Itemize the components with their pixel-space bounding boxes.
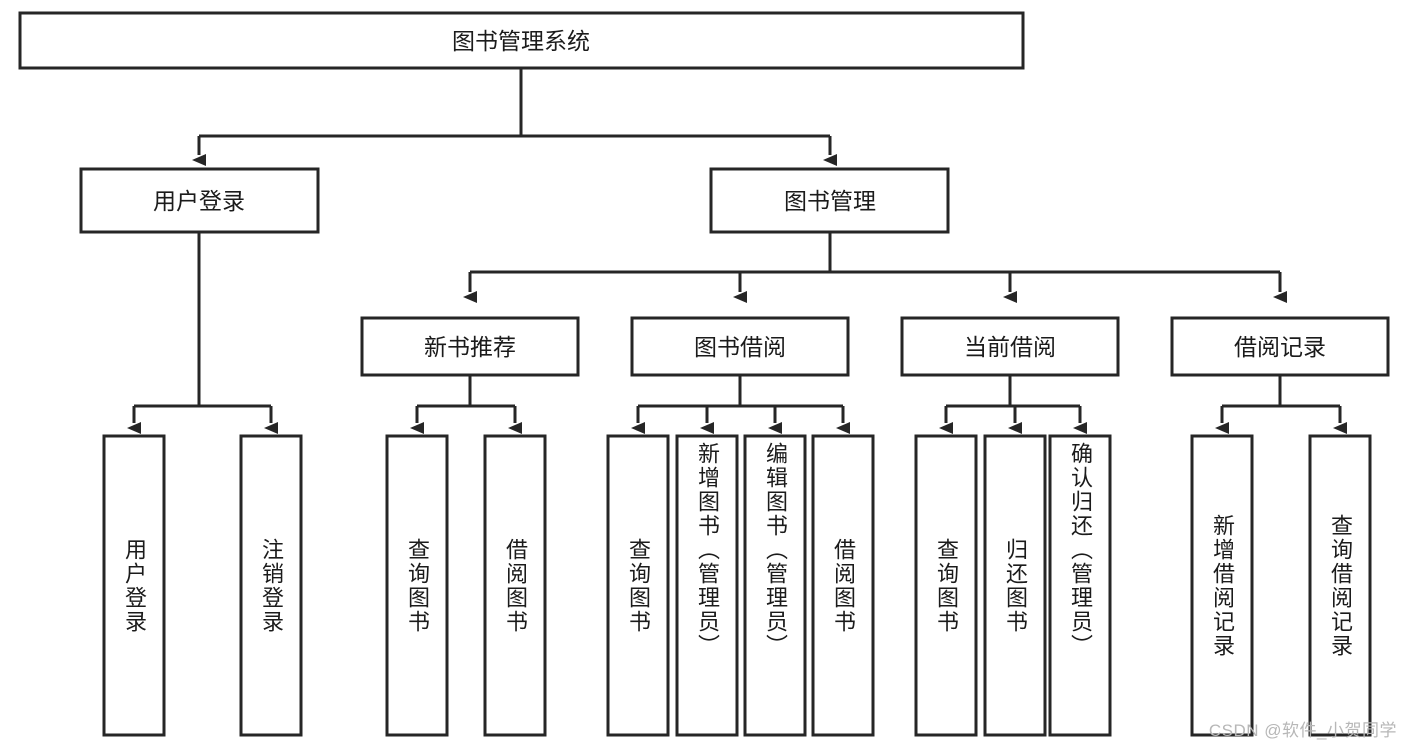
leaf-box-user-login-0[interactable] (102, 434, 166, 737)
node-new-book-label: 新书推荐 (424, 334, 516, 360)
node-book-mgmt-label: 图书管理 (784, 188, 876, 214)
leaf-box-current-borrow-1[interactable] (983, 434, 1047, 737)
leaf-box-book-borrow-1[interactable] (675, 434, 739, 737)
node-root-box[interactable] (18, 11, 1025, 70)
leaf-box-new-book-0[interactable] (385, 434, 449, 737)
leaf-box-book-borrow-3[interactable] (811, 434, 875, 737)
node-book-mgmt-box[interactable] (709, 167, 950, 234)
leaf-box-current-borrow-0[interactable] (914, 434, 978, 737)
csdn-watermark: CSDN @软件_小贺同学 (1208, 721, 1397, 740)
node-user-login-label: 用户登录 (153, 188, 245, 214)
leaf-box-book-borrow-0[interactable] (606, 434, 670, 737)
node-current-borrow-label: 当前借阅 (964, 334, 1056, 360)
node-user-login-box[interactable] (79, 167, 320, 234)
node-root-label: 图书管理系统 (452, 28, 590, 54)
node-borrow-record-box[interactable] (1170, 316, 1390, 377)
leaf-box-borrow-record-1[interactable] (1308, 434, 1372, 737)
leaf-box-current-borrow-2[interactable] (1048, 434, 1112, 737)
node-book-borrow-box[interactable] (630, 316, 850, 377)
leaf-box-new-book-1[interactable] (483, 434, 547, 737)
leaf-box-book-borrow-2[interactable] (743, 434, 807, 737)
node-book-borrow-label: 图书借阅 (694, 334, 786, 360)
node-new-book-box[interactable] (360, 316, 580, 377)
node-current-borrow-box[interactable] (900, 316, 1120, 377)
leaf-box-borrow-record-0[interactable] (1190, 434, 1254, 737)
leaf-box-user-login-1[interactable] (239, 434, 303, 737)
node-borrow-record-label: 借阅记录 (1234, 334, 1326, 360)
